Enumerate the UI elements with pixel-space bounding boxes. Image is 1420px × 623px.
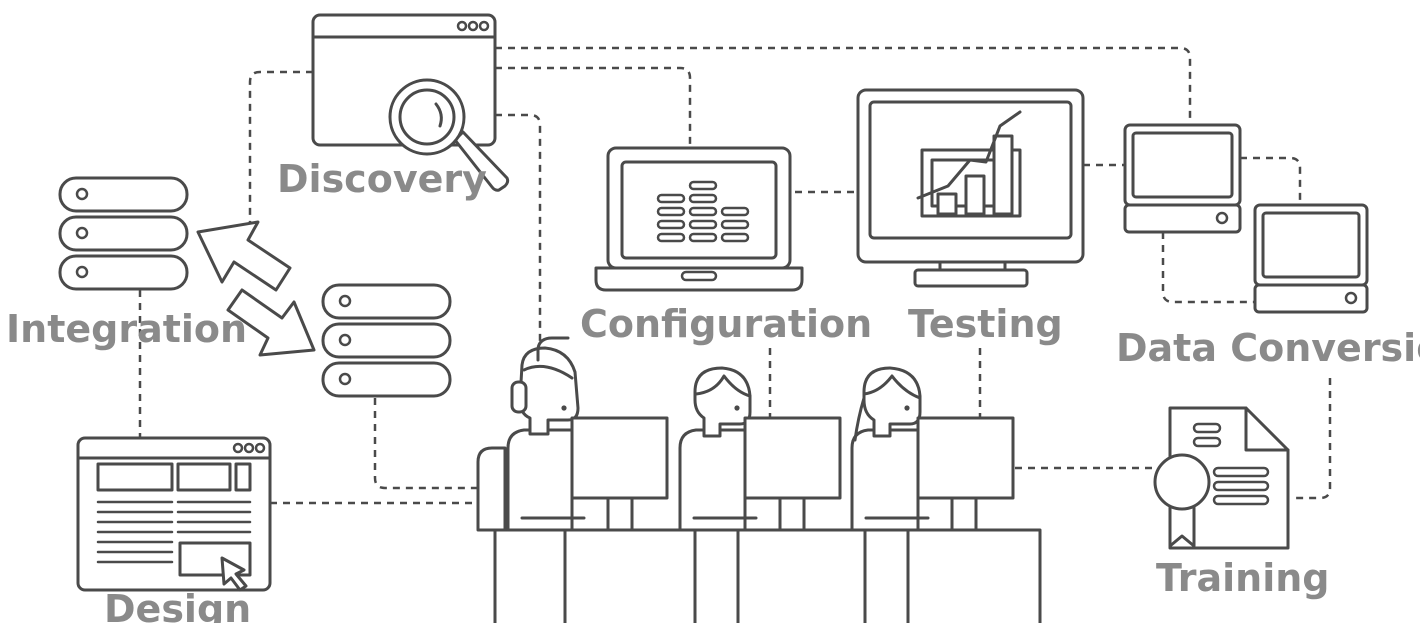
equalizer-bars xyxy=(656,180,750,243)
data-conversion-icon xyxy=(1123,123,1369,314)
integration-icon xyxy=(58,176,452,398)
team-workstations-illustration xyxy=(476,336,1042,623)
training-label: Training xyxy=(1156,556,1330,600)
configuration-label: Configuration xyxy=(580,302,872,346)
team-member-3 xyxy=(850,366,922,532)
testing-icon xyxy=(856,88,1085,288)
design-icon xyxy=(76,436,272,592)
discovery-label: Discovery xyxy=(277,157,487,201)
team-member-headset xyxy=(476,336,580,532)
testing-label: Testing xyxy=(908,302,1063,346)
team-member-2 xyxy=(678,366,752,532)
training-icon xyxy=(1153,406,1290,550)
connector-lines xyxy=(138,46,1332,505)
configuration-icon xyxy=(594,146,804,292)
discovery-icon xyxy=(311,13,510,192)
design-label: Design xyxy=(104,587,251,623)
data-conversion-label: Data Conversion xyxy=(1116,326,1420,370)
integration-label: Integration xyxy=(6,307,247,351)
